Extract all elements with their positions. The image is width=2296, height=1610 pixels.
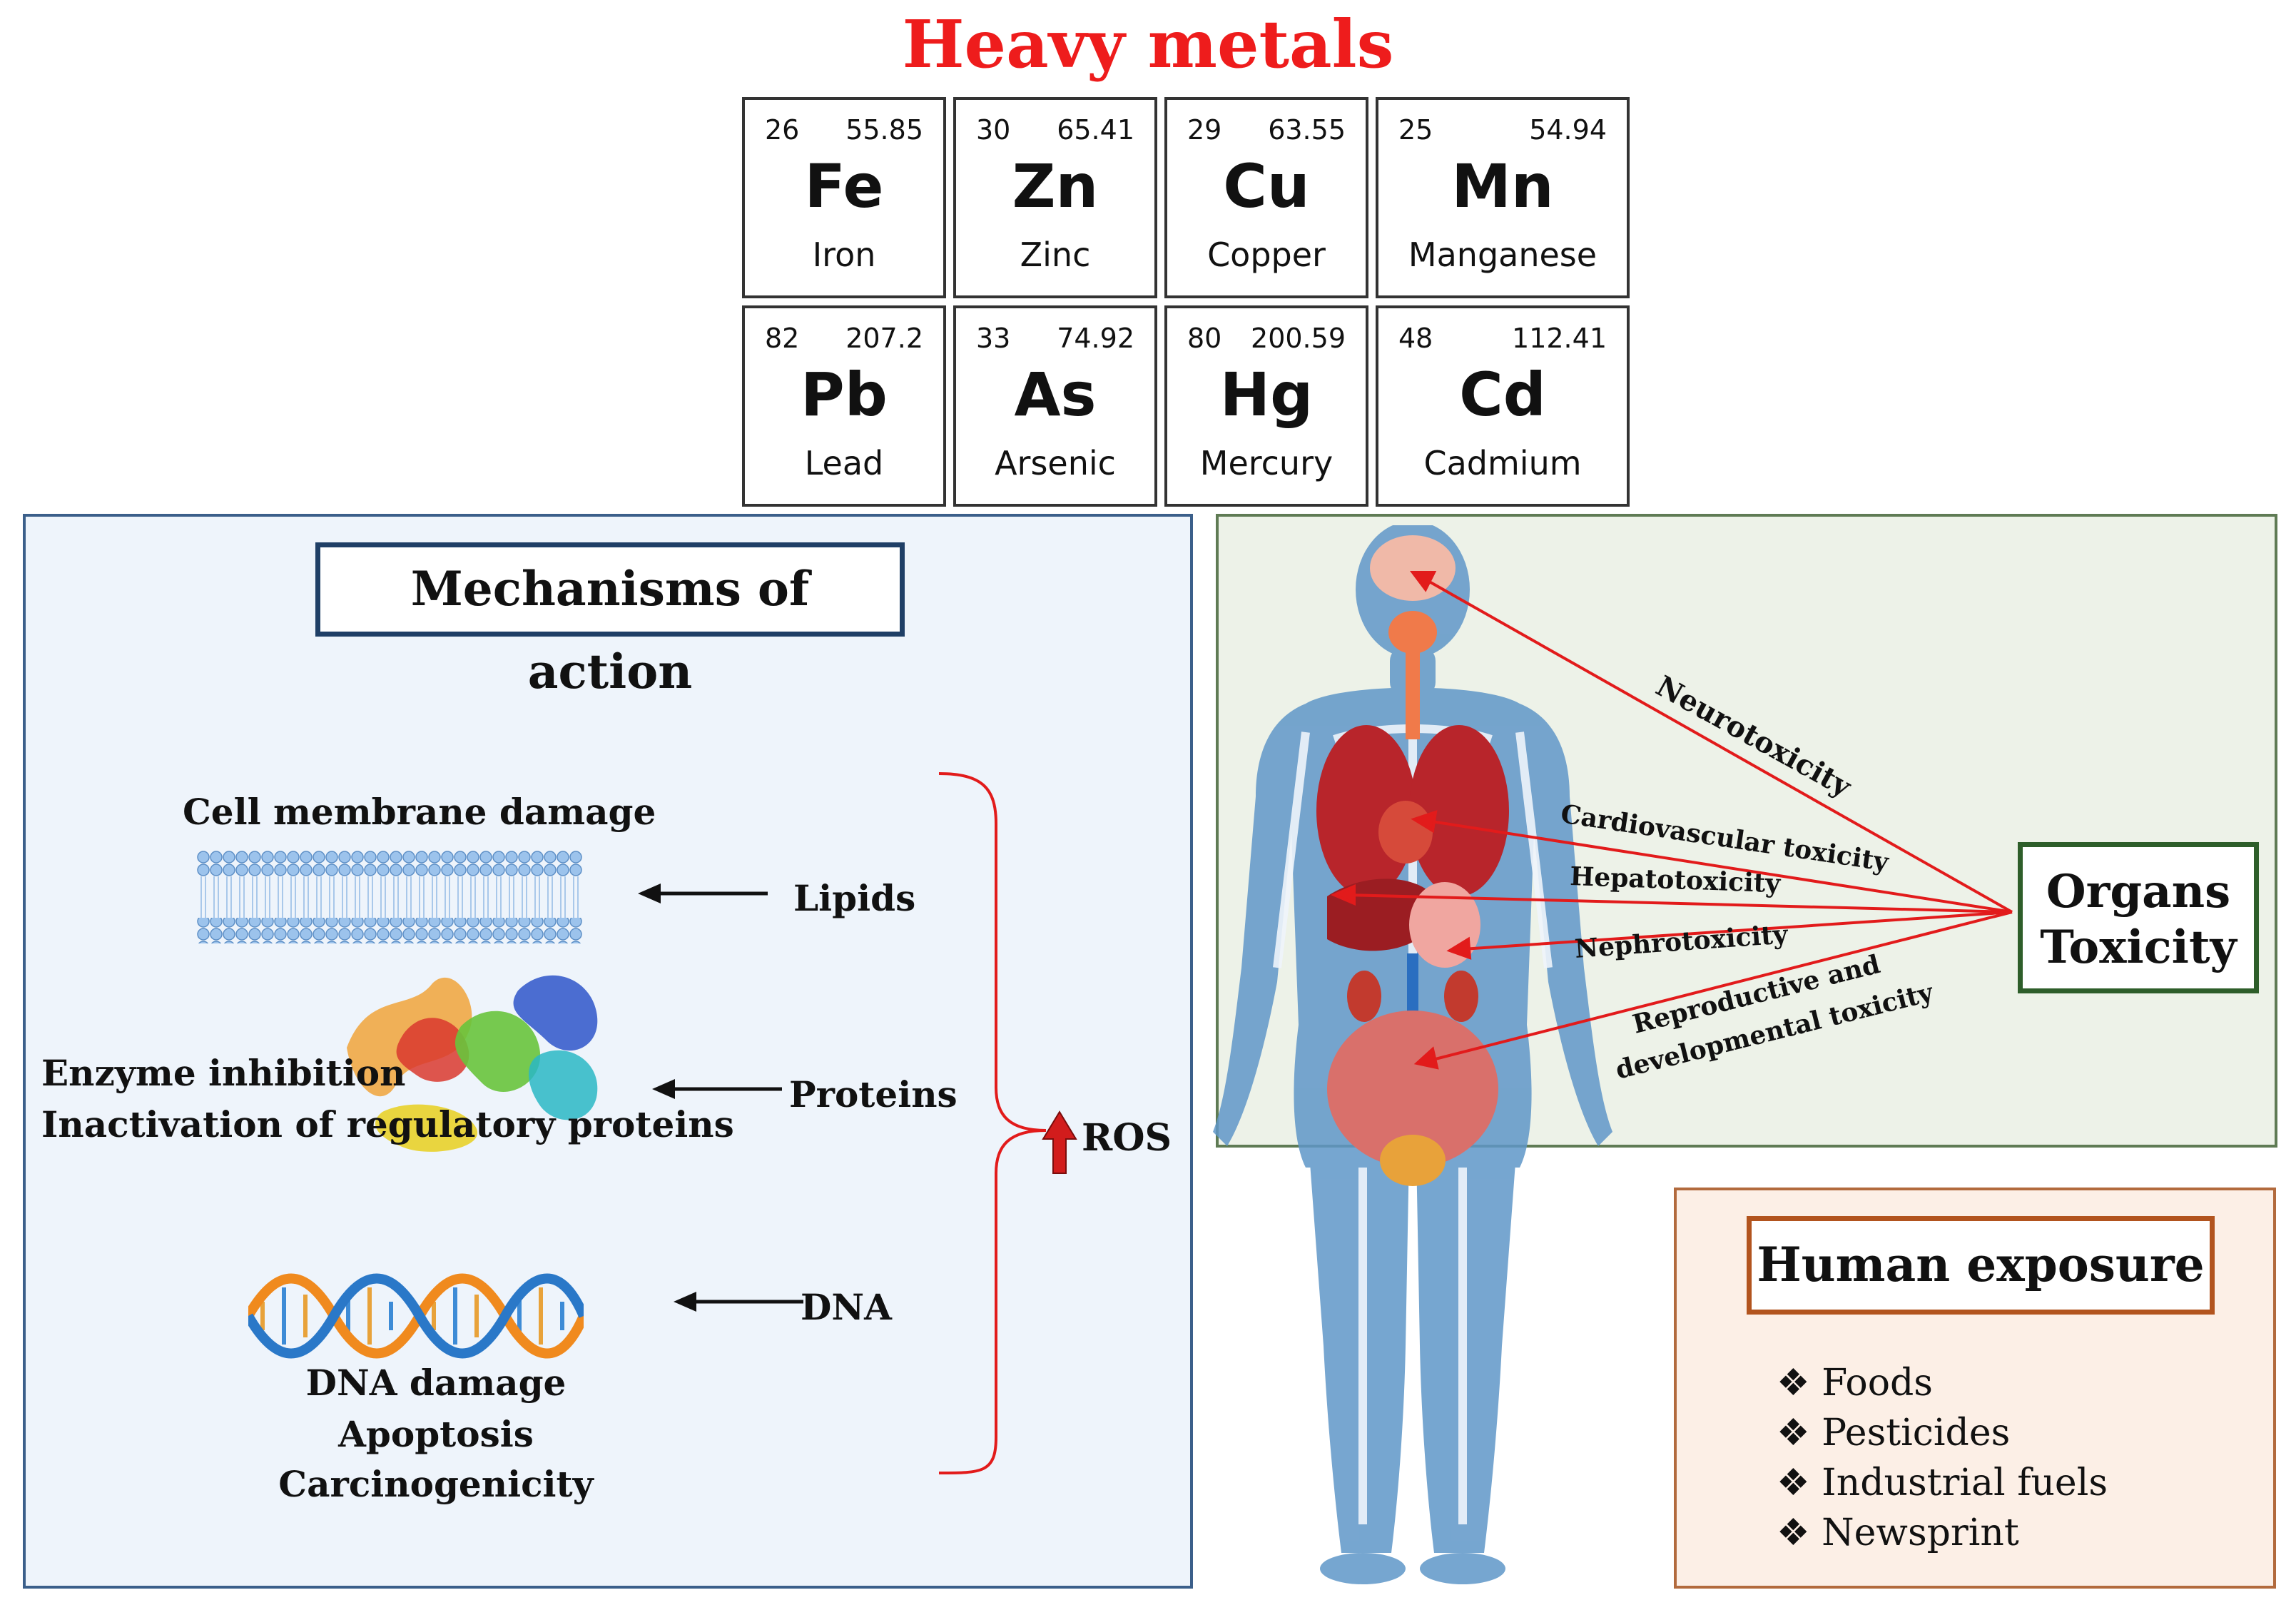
- atomic-mass: 65.41: [1057, 114, 1134, 146]
- curly-brace: [938, 772, 1047, 1474]
- enzyme-inhibition-label: Enzyme inhibition: [41, 1052, 406, 1094]
- element-name: Copper: [1207, 236, 1326, 274]
- atomic-mass: 200.59: [1251, 323, 1346, 354]
- ros-up-arrow-icon: [1042, 1110, 1077, 1174]
- nephrotoxicity-label: Nephrotoxicity: [1574, 919, 1789, 964]
- atomic-mass: 55.85: [845, 114, 923, 146]
- bullet-diamond-icon: ❖: [1777, 1462, 1822, 1504]
- element-cell-hg: 80 200.59 Hg Mercury: [1164, 305, 1368, 507]
- arrow-left-icon: [652, 1079, 782, 1099]
- element-name: Lead: [804, 444, 884, 482]
- element-cell-mn: 25 54.94 Mn Manganese: [1376, 97, 1630, 298]
- ros-label: ROS: [1082, 1116, 1172, 1160]
- mechanisms-heading: Mechanisms of action: [315, 542, 905, 699]
- element-name: Zinc: [1020, 236, 1091, 274]
- atomic-mass: 63.55: [1268, 114, 1346, 146]
- bullet-diamond-icon: ❖: [1777, 1412, 1822, 1454]
- exposure-heading: Human exposure: [1747, 1216, 2215, 1315]
- element-cell-as: 33 74.92 As Arsenic: [953, 305, 1157, 507]
- element-symbol: Cu: [1223, 151, 1310, 221]
- atomic-number: 29: [1187, 114, 1222, 146]
- element-cell-pb: 82 207.2 Pb Lead: [742, 305, 946, 507]
- organs-heading-line2: Toxicity: [2040, 921, 2237, 974]
- carcinogenicity-label: Carcinogenicity: [278, 1463, 594, 1505]
- periodic-table: 26 55.85 Fe Iron 30 65.41 Zn Zinc 29 63.…: [742, 97, 1630, 507]
- atomic-mass: 54.94: [1529, 114, 1607, 146]
- membrane-damage-label: Cell membrane damage: [183, 791, 656, 833]
- exposure-item: ❖ Industrial fuels: [1777, 1462, 2108, 1504]
- element-cell-cd: 48 112.41 Cd Cadmium: [1376, 305, 1630, 507]
- exposure-panel: Human exposure ❖ Foods ❖ Pesticides ❖ In…: [1674, 1188, 2276, 1589]
- exposure-item: ❖ Foods: [1777, 1362, 1933, 1404]
- dna-label: DNA: [801, 1286, 892, 1328]
- proteins-label: Proteins: [789, 1073, 957, 1115]
- dna-helix-icon: [248, 1273, 584, 1359]
- exposure-item: ❖ Pesticides: [1777, 1412, 2011, 1454]
- protein-structure-icon: [347, 975, 598, 1152]
- atomic-number: 30: [976, 114, 1011, 146]
- dna-damage-label: DNA damage: [305, 1362, 567, 1404]
- organs-heading-line1: Organs: [2046, 865, 2231, 918]
- atomic-mass: 207.2: [845, 323, 923, 354]
- lipid-bilayer-icon: [197, 851, 582, 943]
- lipids-label: Lipids: [793, 877, 916, 919]
- element-symbol: Mn: [1451, 151, 1554, 221]
- element-cell-cu: 29 63.55 Cu Copper: [1164, 97, 1368, 298]
- element-symbol: Zn: [1012, 151, 1099, 221]
- element-symbol: Fe: [804, 151, 884, 221]
- atomic-mass: 112.41: [1512, 323, 1607, 354]
- hepatotoxicity-label: Hepatotoxicity: [1570, 861, 1782, 898]
- element-cell-fe: 26 55.85 Fe Iron: [742, 97, 946, 298]
- atomic-mass: 74.92: [1057, 323, 1134, 354]
- atomic-number: 33: [976, 323, 1011, 354]
- bullet-diamond-icon: ❖: [1777, 1362, 1822, 1404]
- element-name: Mercury: [1199, 444, 1334, 482]
- arrow-left-icon: [638, 884, 768, 903]
- element-name: Iron: [812, 236, 876, 274]
- element-name: Cadmium: [1423, 444, 1582, 482]
- atomic-number: 82: [765, 323, 800, 354]
- element-symbol: Cd: [1459, 360, 1546, 430]
- exposure-item: ❖ Newsprint: [1777, 1512, 2019, 1554]
- element-symbol: As: [1014, 360, 1097, 430]
- mechanisms-panel: Mechanisms of action Cell membrane damag…: [23, 514, 1193, 1589]
- element-name: Arsenic: [995, 444, 1116, 482]
- figure-title: Heavy metals: [902, 6, 1394, 83]
- atomic-number: 26: [765, 114, 800, 146]
- bullet-diamond-icon: ❖: [1777, 1512, 1822, 1554]
- element-cell-zn: 30 65.41 Zn Zinc: [953, 97, 1157, 298]
- inactivation-label: Inactivation of regulatory proteins: [41, 1103, 734, 1145]
- apoptosis-label: Apoptosis: [338, 1413, 534, 1455]
- organs-toxicity-box: Organs Toxicity: [2018, 842, 2259, 993]
- arrow-left-icon: [674, 1292, 803, 1312]
- atomic-number: 25: [1398, 114, 1433, 146]
- atomic-number: 80: [1187, 323, 1222, 354]
- element-name: Manganese: [1408, 236, 1597, 274]
- atomic-number: 48: [1398, 323, 1433, 354]
- element-symbol: Pb: [801, 360, 888, 430]
- neurotoxicity-label: Neurotoxicity: [1650, 669, 1857, 804]
- element-symbol: Hg: [1219, 360, 1314, 430]
